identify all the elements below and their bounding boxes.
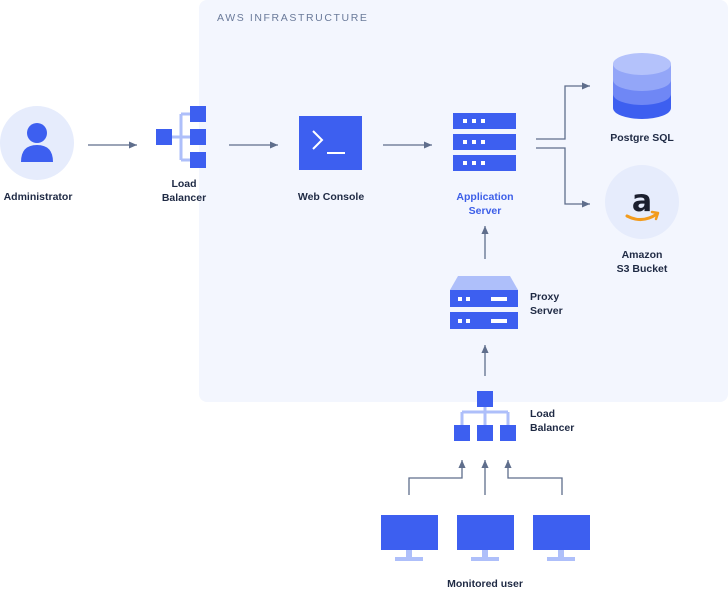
load-balancer-top-label: Load Balancer — [161, 178, 207, 204]
administrator-icon — [0, 106, 74, 180]
arrow-appserver-to-s3 — [536, 147, 590, 208]
web-console-label: Web Console — [297, 191, 365, 203]
amazon-s3-label: Amazon S3 Bucket — [616, 249, 668, 275]
monitor-icon — [381, 515, 438, 561]
svg-text:a: a — [632, 184, 652, 219]
arrow-monitor-right-to-lb — [504, 460, 563, 495]
region-title: AWS INFRASTRUCTURE — [217, 12, 369, 24]
proxy-server-icon — [450, 276, 518, 329]
monitored-user-label: Monitored user — [447, 578, 523, 590]
administrator-label: Administrator — [3, 191, 73, 203]
database-icon — [613, 53, 671, 119]
aws-region-box — [199, 0, 728, 402]
load-balancer-top-icon — [156, 106, 206, 168]
web-console-icon — [299, 116, 362, 170]
monitor-icon — [457, 515, 514, 561]
amazon-s3-icon: a — [605, 165, 679, 239]
application-server-icon — [453, 113, 516, 171]
proxy-server-label: Proxy Server — [530, 291, 563, 317]
arrow-monitor-left-to-lb — [408, 460, 466, 495]
application-server-label: Application Server — [456, 191, 514, 217]
load-balancer-bottom-label: Load Balancer — [530, 408, 575, 434]
monitor-icon — [533, 515, 590, 561]
arrow-appserver-to-postgre — [536, 82, 590, 140]
postgre-sql-label: Postgre SQL — [610, 132, 674, 144]
load-balancer-bottom-icon — [454, 391, 516, 441]
